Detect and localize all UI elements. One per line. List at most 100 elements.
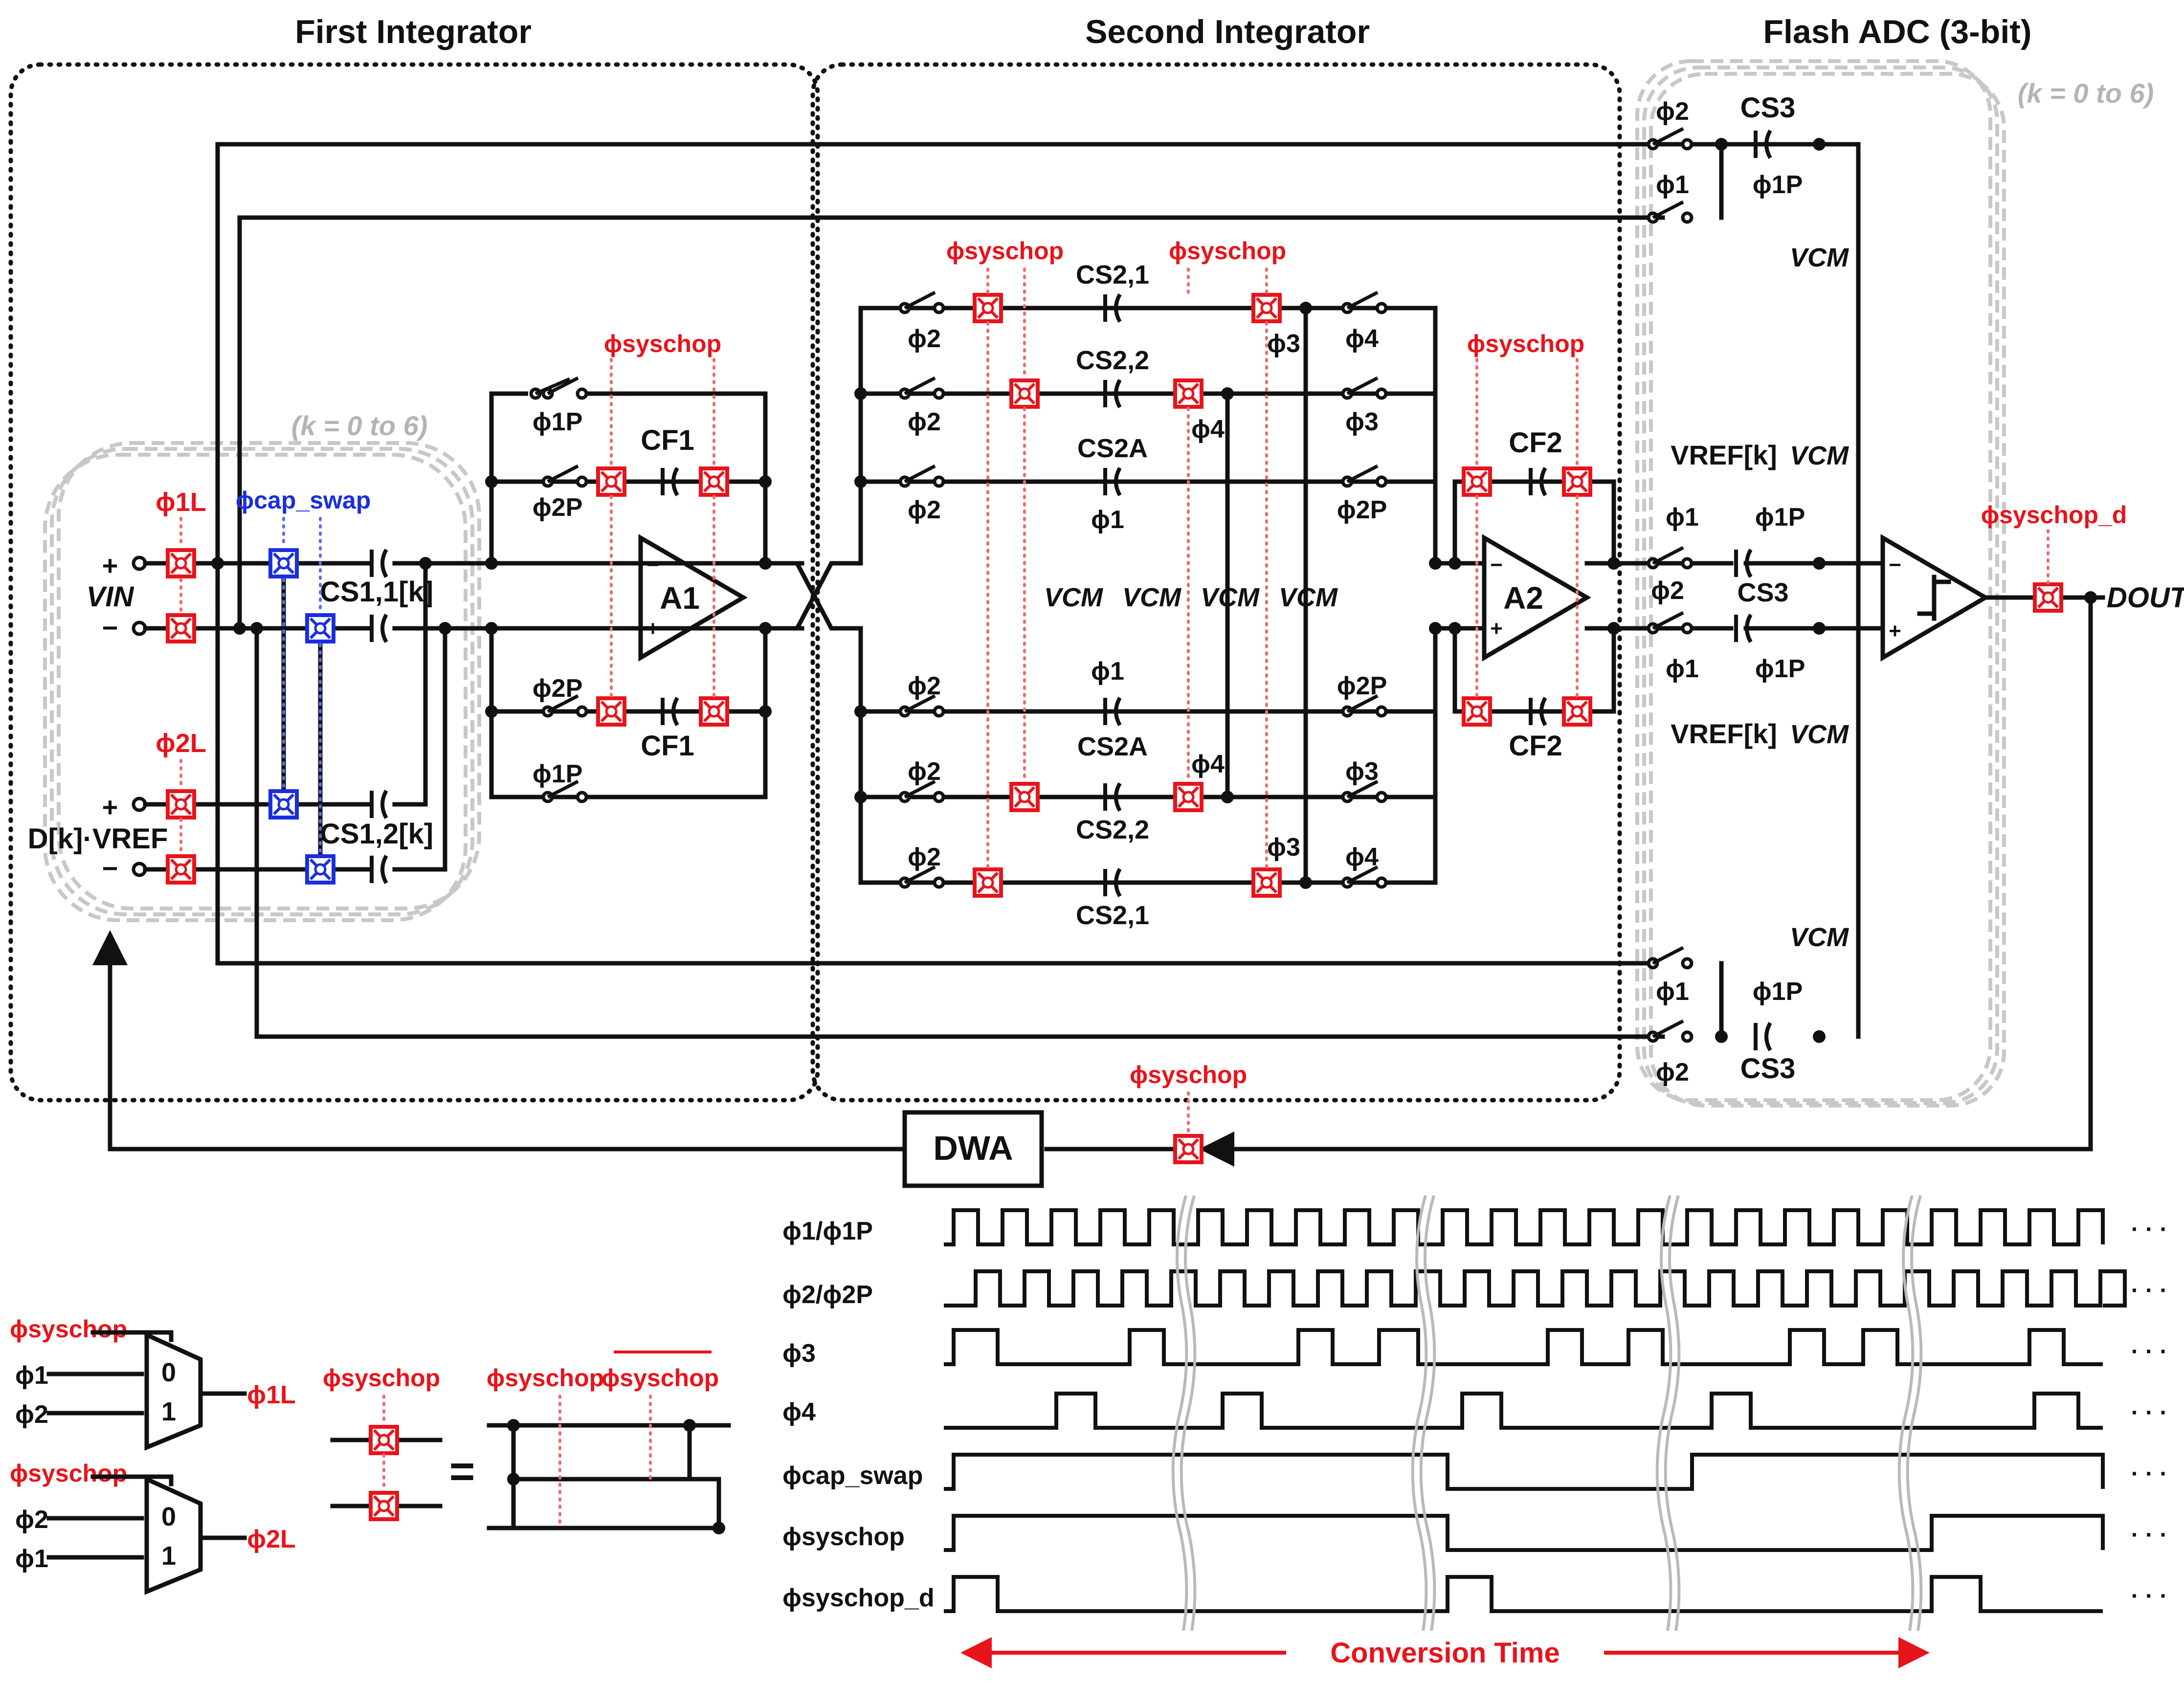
vref-flash-bot: VREF[k] (1671, 718, 1777, 749)
phi-syschop-s2-right: ϕsyschop (1169, 237, 1286, 265)
cap-swap-switch-1 (270, 550, 297, 576)
switch-21 (1647, 946, 1694, 970)
comparator-symbol (1917, 575, 1951, 621)
vin-label: VIN (87, 581, 134, 613)
phi2-s2-5: ϕ2 (908, 757, 941, 786)
phi3-v-1: ϕ3 (1267, 330, 1300, 358)
vcm-1: VCM (1044, 583, 1103, 612)
phi2-s2-2: ϕ2 (908, 408, 941, 436)
legend-syschop-2: ϕsyschop (10, 1460, 127, 1487)
switch-10 (898, 865, 945, 889)
switch-6 (898, 376, 945, 400)
phi3-s2-2: ϕ3 (1345, 757, 1379, 786)
cs3-bot: CS3 (1740, 1053, 1796, 1085)
timing-ellipsis-2: · · · (2131, 1278, 2168, 1304)
phi4-s2-2: ϕ4 (1345, 843, 1379, 871)
phi-syschop-s2-left: ϕsyschop (946, 237, 1064, 265)
legend-phi1l: ϕ1L (247, 1381, 296, 1409)
phi2-flash-mid: ϕ2 (1651, 576, 1684, 605)
legend-phi2-b: ϕ2 (15, 1506, 48, 1534)
dout-label: DOUT (2107, 582, 2184, 614)
timing-row-5: ϕcap_swap (782, 1462, 923, 1490)
second-integrator: VCM VCM VCM VCM CS2,1 CS2,2 CS2A CS2A CS… (854, 237, 1636, 930)
chop-switch-p2l-plus (168, 791, 194, 818)
timing-ellipsis-7: · · · (2131, 1583, 2168, 1609)
switch-18 (1647, 200, 1694, 224)
phi1-flash-mid-top: ϕ1 (1666, 503, 1699, 532)
second-integrator-title: Second Integrator (1085, 13, 1370, 50)
phi2p-s2-1: ϕ2P (1337, 496, 1387, 524)
legend-phi2-a: ϕ2 (15, 1400, 48, 1429)
timing-row-1: ϕ1/ϕ1P (782, 1217, 873, 1245)
flash-adc-title: Flash ADC (3-bit) (1763, 13, 2031, 50)
flash-k-range: (k = 0 to 6) (2018, 78, 2154, 109)
vcm-flash-bot: VCM (1790, 923, 1849, 952)
svg-text:+: + (646, 617, 659, 641)
switch-22 (1647, 1019, 1694, 1043)
svg-text:+: + (1889, 619, 1901, 643)
dref-label: D[k]·VREF (28, 823, 168, 855)
timing-diagram: ϕ1/ϕ1P ϕ2/ϕ2P ϕ3 ϕ4 ϕcap_swap ϕsyschop ϕ… (782, 1195, 2168, 1669)
switch-16 (1341, 865, 1388, 889)
phi1-flash-mid-bot: ϕ1 (1666, 655, 1699, 683)
cs22-bot: CS2,2 (1076, 815, 1149, 844)
phi-syschop-a2: ϕsyschop (1467, 330, 1584, 357)
dref-plus: + (102, 792, 118, 822)
phi-1p-a1-top: ϕ1P (533, 408, 583, 436)
a2-label: A2 (1503, 580, 1543, 616)
flash-adc: CS3 CS3 CS3 ϕ2 ϕ1 ϕ1P VCM VREF[k] VCM ϕ1… (1631, 92, 2184, 1086)
phi1p-flash-mid-bot: ϕ1P (1755, 655, 1805, 683)
phi-cap-swap-label: ϕcap_swap (236, 487, 371, 514)
vcm-2: VCM (1122, 583, 1181, 612)
cf1-bot-label: CF1 (641, 730, 694, 762)
cap-swap-switch-4 (307, 856, 334, 883)
cs3-mid-top: CS3 (1737, 578, 1788, 607)
vcm-flash-mid-top: VCM (1790, 441, 1849, 470)
switch-11 (1341, 290, 1388, 314)
phi4-v-1: ϕ4 (1191, 415, 1225, 443)
svg-text:−: − (646, 553, 659, 577)
cs21-bot: CS2,1 (1076, 901, 1149, 930)
phi-2p-a1-top: ϕ2P (533, 493, 583, 522)
phi1p-flash-bot: ϕ1P (1753, 977, 1803, 1006)
phi-syschop-d-out: ϕsyschop_d (1981, 501, 2127, 529)
cf2-bot: CF2 (1509, 730, 1562, 762)
legend-equals: = (449, 1447, 475, 1496)
wave-phi1 (944, 1208, 2105, 1246)
phi2-s2-4: ϕ2 (908, 672, 941, 700)
timing-row-7: ϕsyschop_d (782, 1584, 935, 1612)
phi1-flash-top: ϕ1 (1656, 171, 1689, 199)
legend-mux-a-1: 1 (161, 1397, 176, 1426)
phi1-flash-bot: ϕ1 (1656, 977, 1689, 1006)
vin-minus: − (102, 612, 118, 643)
phi2-s2-1: ϕ2 (908, 325, 941, 353)
switch-2 (541, 464, 588, 488)
cs22-top: CS2,2 (1076, 346, 1149, 375)
phi1-v-2: ϕ1 (1091, 657, 1124, 686)
switch-13 (1341, 464, 1388, 488)
first-integrator-title: First Integrator (295, 13, 532, 50)
switch-17 (1647, 127, 1694, 151)
cap-swap-switch-2 (307, 615, 334, 642)
legend-mux-a-0: 0 (161, 1358, 176, 1387)
mux-legend: ϕsyschop ϕ1 ϕ2 0 1 ϕ1L ϕsyschop ϕ2 ϕ1 0 … (10, 1315, 731, 1595)
switch-15 (1341, 779, 1388, 803)
cs2a-top: CS2A (1077, 434, 1148, 463)
switch-9 (898, 779, 945, 803)
wave-phi3 (944, 1328, 2103, 1366)
a1-label: A1 (660, 580, 700, 616)
timing-ellipsis-6: · · · (2131, 1522, 2168, 1548)
svg-text:+: + (1490, 617, 1503, 641)
wave-syschop-d (944, 1575, 2103, 1613)
legend-mux-b-0: 0 (161, 1502, 176, 1531)
wave-phi2 (944, 1269, 2127, 1307)
cs11-label: CS1,1[k] (320, 576, 433, 608)
phi2-flash-top: ϕ2 (1656, 97, 1689, 126)
vin-plus: + (102, 550, 118, 581)
phi1p-flash-mid-top: ϕ1P (1755, 503, 1805, 532)
wave-cap-swap (944, 1453, 2105, 1491)
phi4-s2-1: ϕ4 (1345, 325, 1379, 353)
wave-phi4 (944, 1392, 2103, 1430)
legend-phi2l: ϕ2L (247, 1525, 296, 1553)
legend-syschop-bar: ϕsyschop (602, 1364, 719, 1392)
